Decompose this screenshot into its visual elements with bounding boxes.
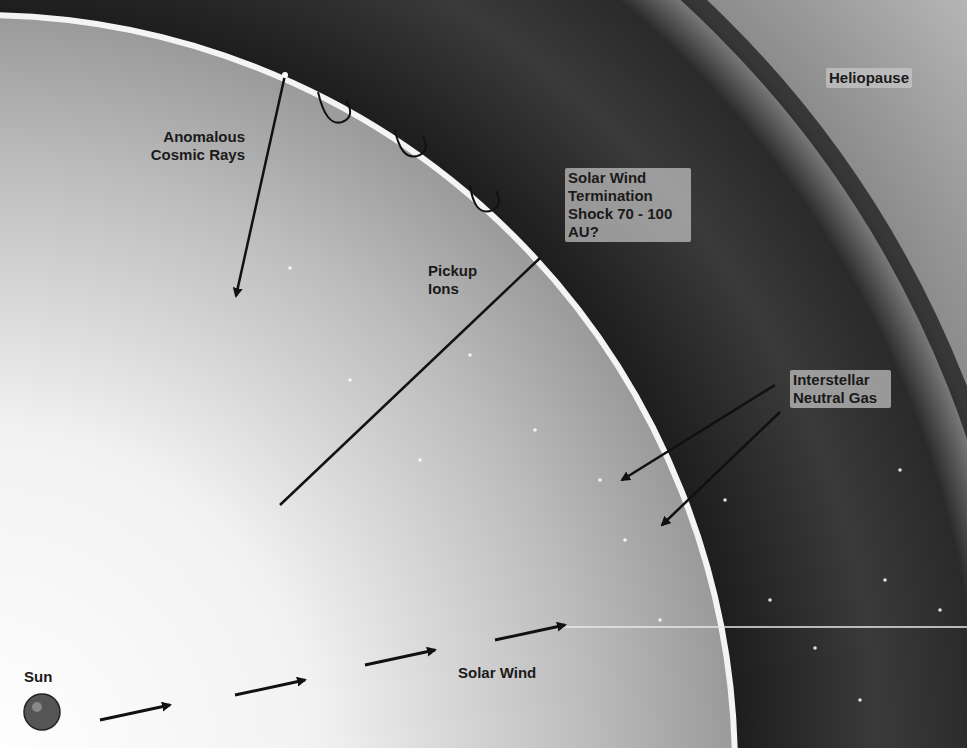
pickup-ions-label: Pickup Ions <box>428 262 490 298</box>
neutral-gas-label: Interstellar Neutral Gas <box>790 370 891 408</box>
heliopause-label: Heliopause <box>826 68 912 88</box>
solar-wind-label: Solar Wind <box>458 664 536 682</box>
sun-label: Sun <box>24 668 52 686</box>
cosmic-rays-label: Anomalous Cosmic Rays <box>115 128 245 164</box>
termination-shock-label: Solar Wind Termination Shock 70 - 100 AU… <box>565 168 691 242</box>
